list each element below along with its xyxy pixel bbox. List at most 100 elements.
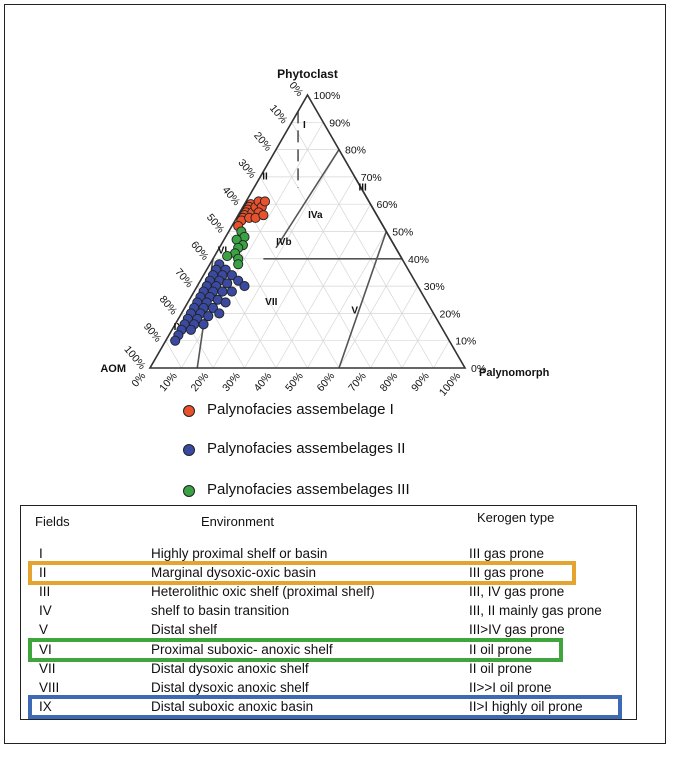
tick-label-palynomorph: 80% [378,370,401,394]
tick-label-palynomorph: 20% [189,370,212,394]
tick-label-phytoclast: 50% [392,227,413,239]
tick-label-phytoclast: 40% [408,254,429,266]
grid-line-palynomorph [433,340,450,369]
grid-line-aom [291,122,434,369]
tick-label-palynomorph: 0% [129,370,148,389]
kerogen-cell: II>>I oil prone [469,680,552,695]
kerogen-cell: III, IV gas prone [469,584,565,599]
tick-label-phytoclast: 100% [314,90,341,102]
field-cell: VIII [39,680,60,695]
data-point-assemblage-ii [226,270,237,281]
ternary-diagram: IIIIIIIVaIVbVVIVIIIX100%0%0%90%10%10%80%… [100,67,550,399]
legend-marker-assemblage-i [183,405,195,417]
grid-line-aom [228,231,308,369]
table-row: III Heterolithic oxic shelf (proximal sh… [21,582,636,601]
legend-label-assemblage-i: Palynofacies assembelage I [207,401,394,418]
table-row: VI Proximal suboxic- anoxic shelf II oil… [21,640,636,659]
tick-label-aom: 20% [251,130,274,154]
data-point-assemblage-ii [233,275,244,286]
axis-title-aom: AOM [100,363,126,375]
data-point-assemblage-ii [220,297,231,308]
data-point-assemblage-ii [170,335,181,346]
kerogen-cell: II>I highly oil prone [469,699,583,714]
table-row: II Marginal dysoxic-oxic basin III gas p… [21,563,636,582]
tick-label-palynomorph: 50% [283,370,306,394]
field-label-iva: IVa [308,210,323,221]
header-environment: Environment [201,514,274,529]
field-cell: IV [39,603,52,618]
tick-label-aom: 50% [204,212,227,236]
table-row: IV shelf to basin transition III, II mai… [21,601,636,620]
tick-label-palynomorph: 30% [220,370,243,394]
kerogen-cell: II oil prone [469,661,533,676]
header-kerogen-type: Kerogen type [477,510,555,525]
environment-cell: Marginal dysoxic-oxic basin [151,565,317,580]
tick-label-aom: 90% [141,321,164,345]
tick-label-phytoclast: 0% [471,363,486,375]
data-point-assemblage-ii [203,311,214,322]
field-cell: IX [39,699,52,714]
kerogen-cell: III>IV gas prone [469,622,565,637]
tick-label-aom: 80% [157,294,180,318]
tick-label-phytoclast: 30% [424,281,445,293]
field-boundary [338,231,388,369]
table-row: VIII Distal dysoxic anoxic shelf II>>I o… [21,678,636,697]
kerogen-cell: III, II mainly gas prone [469,603,602,618]
kerogen-cell: II oil prone [469,642,533,657]
field-label-iii: III [358,183,367,194]
grid-line-aom [165,340,182,369]
tick-label-phytoclast: 90% [329,117,350,129]
data-point-assemblage-i [258,210,269,221]
environment-cell: Highly proximal shelf or basin [151,546,328,561]
axis-title-palynomorph: Palynomorph [479,367,550,379]
legend-label-assemblage-iii: Palynofacies assembelages III [207,481,410,498]
grid-line-aom [259,176,371,369]
tick-label-palynomorph: 60% [315,370,338,394]
tick-label-phytoclast: 20% [440,308,461,320]
tick-label-palynomorph: 10% [157,370,180,394]
table-row: I Highly proximal shelf or basin III gas… [21,544,636,563]
highlight-box-field-ii [28,561,576,585]
data-point-assemblage-ii [222,278,233,289]
environment-cell: Heterolithic oxic shelf (proximal shelf) [151,584,375,599]
legend-marker-assemblage-ii [183,444,195,456]
axis-title-phytoclast: Phytoclast [277,67,338,81]
tick-label-phytoclast: 80% [345,145,366,157]
data-point-assemblage-ii [226,286,237,297]
data-point-assemblage-ii [207,302,219,313]
data-point-assemblage-iii [233,259,244,270]
environment-cell: Distal dysoxic anoxic shelf [151,661,309,676]
environment-cell: Proximal suboxic- anoxic shelf [151,642,333,657]
tick-label-palynomorph: 40% [252,370,275,394]
field-cell: VII [39,661,56,676]
tick-label-aom: 40% [220,184,243,208]
tick-label-aom: 0% [286,80,305,99]
legend-marker-assemblage-iii [183,485,195,497]
data-point-assemblage-iii [222,251,233,262]
field-boundary [275,149,340,249]
field-label-ivb: IVb [276,237,292,248]
tick-label-aom: 30% [235,157,258,181]
table-row: VII Distal dysoxic anoxic shelf II oil p… [21,659,636,678]
field-label-v: V [351,305,358,316]
tick-label-palynomorph: 70% [346,370,369,394]
table-row: V Distal shelf III>IV gas prone [21,620,636,639]
environment-cell: Distal suboxic anoxic basin [151,699,314,714]
environment-cell: Distal dysoxic anoxic shelf [151,680,309,695]
ternary-outline [148,93,467,369]
kerogen-cell: III gas prone [469,546,545,561]
tick-label-aom: 60% [188,239,211,263]
field-cell: VI [39,642,52,657]
data-point-assemblage-ii [185,324,196,335]
field-label-vii: VII [265,297,277,308]
tick-label-phytoclast: 70% [361,172,382,184]
grid-line-palynomorph [401,313,434,369]
tick-label-aom: 10% [267,102,290,126]
tick-label-palynomorph: 90% [409,370,432,394]
legend-label-assemblage-ii: Palynofacies assembelages II [207,440,406,457]
field-label-ii: II [262,172,268,183]
data-point-assemblage-ii [198,319,209,330]
fields-table: Fields Environment Kerogen type I Highly… [20,505,637,720]
data-point-assemblage-ii [217,286,228,297]
figure-frame [4,4,666,744]
